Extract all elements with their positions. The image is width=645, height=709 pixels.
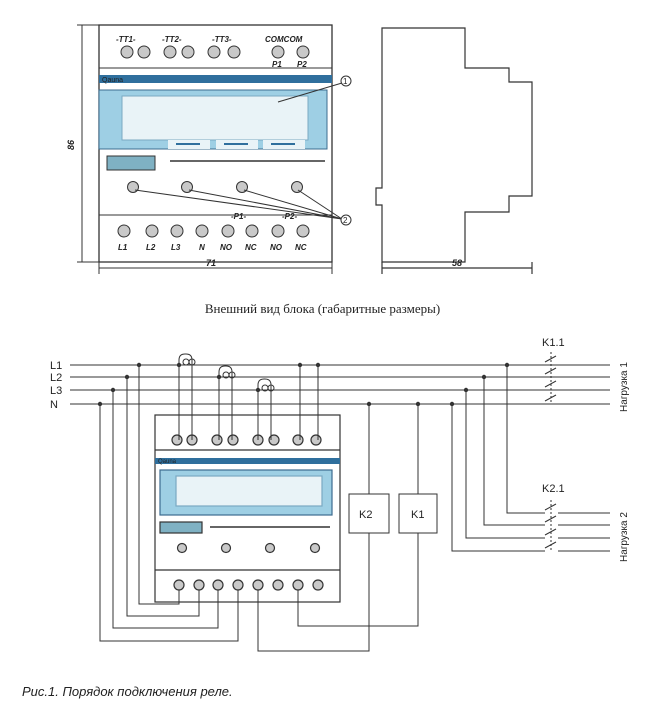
dimension-depth: 58 — [452, 258, 462, 268]
wires — [99, 364, 610, 652]
current-transformers — [178, 353, 275, 392]
terminal-group-tt2: -TT2- — [162, 35, 182, 44]
line-label-n: N — [50, 399, 58, 411]
terminal-group-tt1: -TT1- — [116, 35, 136, 44]
terminal-label-p1: P1 — [272, 60, 282, 69]
relay-coil-k2: K2 — [348, 493, 390, 534]
load-label-2: Нагрузка 2 — [619, 512, 630, 562]
device-logo-small: Qauna — [158, 459, 177, 465]
view-caption: Внешний вид блока (габаритные размеры) — [204, 301, 441, 316]
bottom-terminal-labels: L1 L2 L3 N NO NC NO NC — [118, 243, 307, 252]
relay-coil-k1: K1 — [398, 493, 438, 534]
callout-2: 2 — [343, 216, 348, 225]
terminal-label-p2: P2 — [297, 60, 307, 69]
contactor-k2-1 — [544, 500, 557, 552]
device-side-view — [375, 27, 533, 274]
power-lines — [70, 364, 610, 405]
terminal-label: L2 — [146, 243, 156, 252]
junction-dots — [97, 362, 510, 407]
line-label-l2: L2 — [50, 372, 62, 384]
terminal-label: NO — [270, 243, 283, 252]
dimension-width: 71 — [206, 258, 216, 268]
relay-label-p1: -P1- — [231, 212, 246, 221]
terminal-group-tt3: -TT3- — [212, 35, 232, 44]
terminal-group-com: COMCOM — [265, 35, 303, 44]
terminal-label: L3 — [171, 243, 181, 252]
load-label-1: Нагрузка 1 — [619, 362, 630, 412]
contactor-label-k2-1: K2.1 — [542, 483, 565, 495]
relay-label-p2: -P2- — [282, 212, 297, 221]
device-logo: Qauna — [102, 77, 123, 84]
line-label-l3: L3 — [50, 385, 62, 397]
terminal-label: N — [199, 243, 205, 252]
line-label-l1: L1 — [50, 360, 62, 372]
device-front-view — [77, 24, 352, 274]
contactor-label-k1-1: K1.1 — [542, 337, 565, 349]
contactor-k1-1 — [544, 352, 557, 404]
callout-1: 1 — [343, 77, 348, 86]
coil-label-k1: K1 — [411, 509, 424, 521]
dimension-height: 86 — [66, 139, 76, 150]
line-labels: L1 L2 L3 N — [50, 360, 62, 411]
terminal-label: NC — [245, 243, 257, 252]
device-wiring-view — [154, 414, 341, 603]
terminal-label: L1 — [118, 243, 128, 252]
terminal-label: NC — [295, 243, 307, 252]
figure-caption: Рис.1. Порядок подключения реле. — [22, 684, 233, 699]
coil-label-k2: K2 — [359, 509, 372, 521]
terminal-label: NO — [220, 243, 233, 252]
